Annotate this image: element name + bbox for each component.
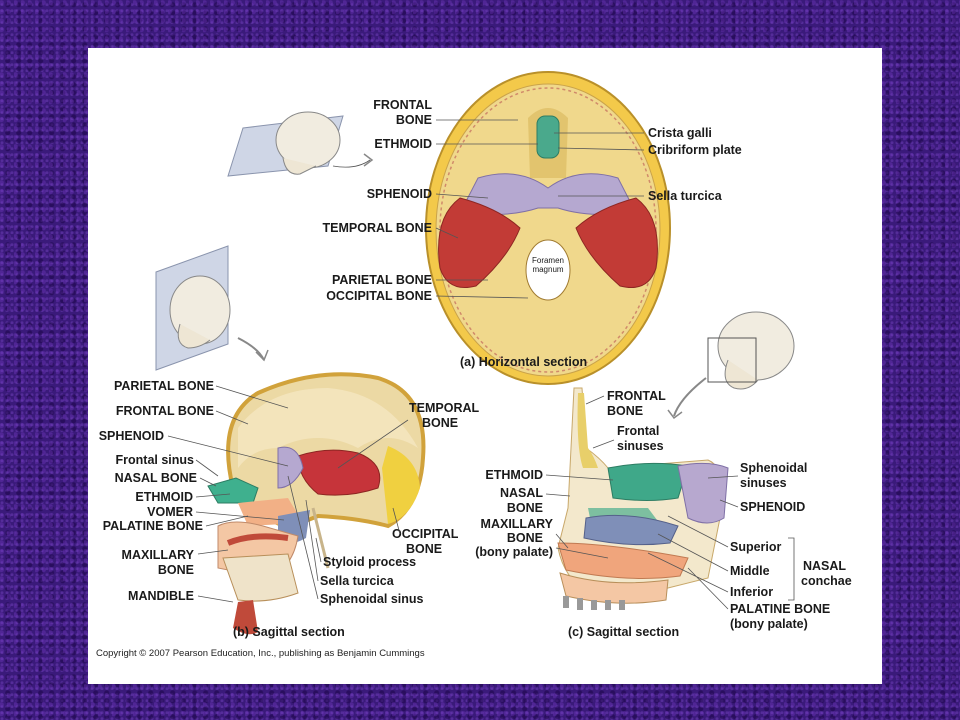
label-sphenoidal-sinus-b: Sphenoidal sinus: [320, 592, 424, 606]
label-frontal-bone-c: BONE: [607, 404, 643, 418]
label-ethmoid-a: ETHMOID: [374, 137, 432, 151]
label-sella-b: Sella turcica: [320, 574, 395, 588]
copyright-text: Copyright © 2007 Pearson Education, Inc.…: [96, 648, 425, 659]
label-sphenoid-c: SPHENOID: [740, 500, 805, 514]
orientation-skull-b: [155, 245, 269, 371]
horizontal-section-figure: Foramen magnum FRONTAL BONE ETHMOID SPHE…: [227, 71, 742, 385]
label-nasal-c: NASAL: [500, 486, 543, 500]
slide-panel: Foramen magnum FRONTAL BONE ETHMOID SPHE…: [88, 48, 882, 684]
label-ethmoid-c: ETHMOID: [485, 468, 543, 482]
label-sphenoidal-c2: sinuses: [740, 476, 787, 490]
label-frontal-sinuses-c2: sinuses: [617, 439, 664, 453]
label-mandible-b: MANDIBLE: [128, 589, 194, 603]
label-occipital-bone-b: BONE: [406, 542, 442, 556]
label-vomer-b: VOMER: [147, 505, 193, 519]
label-temporal-bone-b: BONE: [422, 416, 458, 430]
label-maxillary-b: MAXILLARY: [122, 548, 195, 562]
label-nasal-conchae-1: NASAL: [803, 559, 846, 573]
caption-c: (c) Sagittal section: [568, 625, 679, 639]
sagittal-section-c-figure: FRONTAL BONE Frontal sinuses ETHMOID NAS…: [475, 311, 852, 639]
label-cribriform: Cribriform plate: [648, 143, 742, 157]
label-sphenoid-a: SPHENOID: [367, 187, 432, 201]
label-ethmoid-b: ETHMOID: [135, 490, 193, 504]
label-palatine-b: PALATINE BONE: [103, 519, 203, 533]
label-maxillary-c: MAXILLARY: [481, 517, 554, 531]
magnum-label: magnum: [532, 265, 563, 274]
label-temporal-b: TEMPORAL: [409, 401, 480, 415]
label-occipital-a: OCCIPITAL BONE: [326, 289, 432, 303]
caption-b: (b) Sagittal section: [233, 625, 345, 639]
label-nasal-bone-c: BONE: [507, 501, 543, 515]
label-temporal-a: TEMPORAL BONE: [323, 221, 433, 235]
label-sphenoid-b: SPHENOID: [99, 429, 164, 443]
label-nasal-b: NASAL BONE: [115, 471, 197, 485]
skull-diagram: Foramen magnum FRONTAL BONE ETHMOID SPHE…: [96, 71, 852, 659]
orientation-skull-a: [227, 111, 374, 177]
label-frontal-c: FRONTAL: [607, 389, 666, 403]
label-parietal-b: PARIETAL BONE: [114, 379, 214, 393]
label-nasal-conchae-2: conchae: [801, 574, 852, 588]
label-maxillary-bone-b: BONE: [158, 563, 194, 577]
orientation-skull-c: [667, 311, 795, 420]
label-frontal-sinuses-c1: Frontal: [617, 424, 659, 438]
foramen-label: Foramen: [532, 256, 564, 265]
label-superior-c: Superior: [730, 540, 782, 554]
label-middle-c: Middle: [730, 564, 770, 578]
label-styloid-b: Styloid process: [323, 555, 416, 569]
label-sella-a: Sella turcica: [648, 189, 723, 203]
label-palatine-c: PALATINE BONE: [730, 602, 830, 616]
label-maxillary-bone-c: BONE: [507, 531, 543, 545]
label-palatine-palate-c: (bony palate): [730, 617, 808, 631]
label-frontal-sinus-b: Frontal sinus: [116, 453, 195, 467]
label-parietal-a: PARIETAL BONE: [332, 273, 432, 287]
label-frontal: FRONTAL: [373, 98, 432, 112]
label-sphenoidal-c1: Sphenoidal: [740, 461, 807, 475]
label-frontal-b: FRONTAL BONE: [116, 404, 214, 418]
caption-a: (a) Horizontal section: [460, 355, 587, 369]
label-bony-palate-c: (bony palate): [475, 545, 553, 559]
label-crista-galli: Crista galli: [648, 126, 712, 140]
label-inferior-c: Inferior: [730, 585, 773, 599]
label-occipital-b: OCCIPITAL: [392, 527, 459, 541]
label-frontal-bone: BONE: [396, 113, 432, 127]
sagittal-section-b-figure: PARIETAL BONE FRONTAL BONE SPHENOID Fron…: [99, 245, 480, 639]
